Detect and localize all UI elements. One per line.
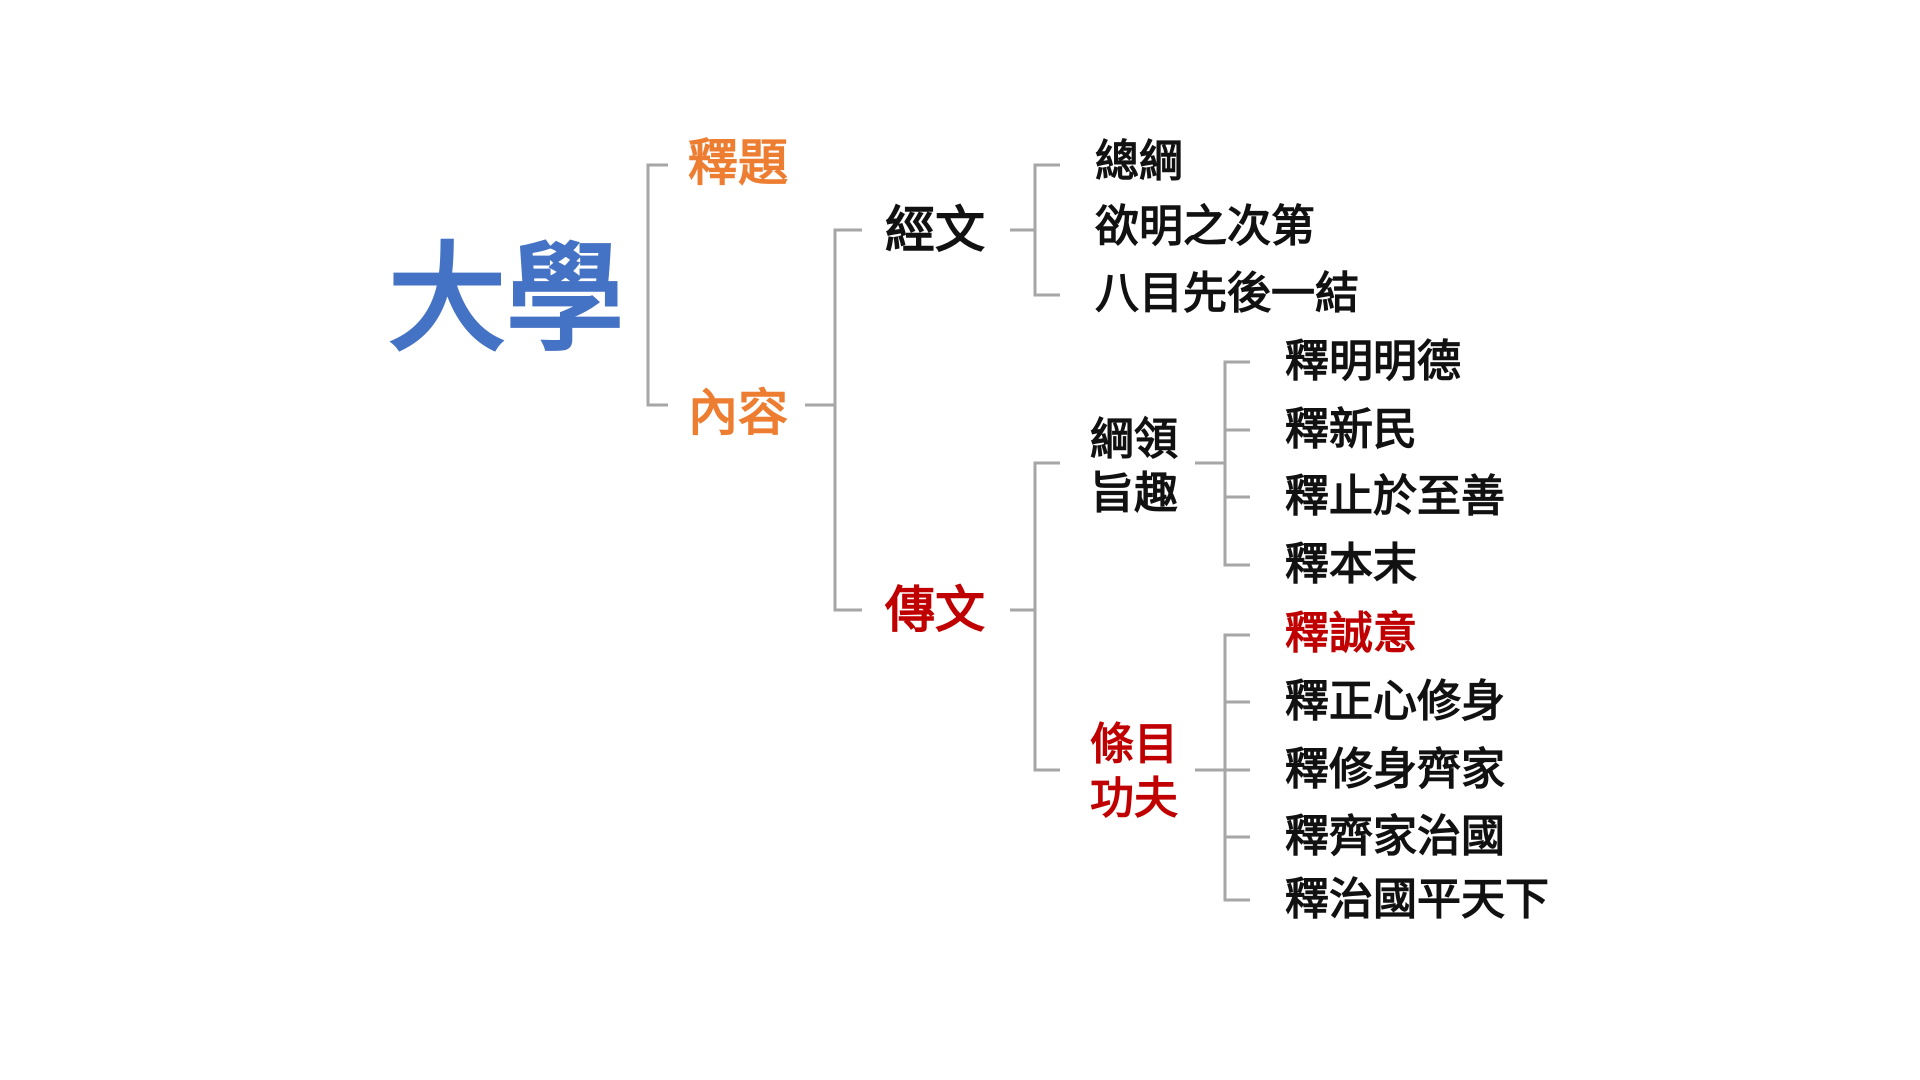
leaf-bamu-xianhou: 八目先後一結 [1095,268,1359,319]
leaf-zonggang: 總綱 [1095,136,1183,187]
connector-neirong [805,228,862,612]
node-tiaomu-line-1: 條目 [1090,719,1178,770]
connector-jingwen [1010,163,1060,297]
connector-tiaomu [1195,633,1250,902]
leaf-shi-mingmingde: 釋明明德 [1285,336,1461,387]
leaf-shi-chengyi: 釋誠意 [1285,608,1417,659]
leaf-shi-zhengxin-xiushen: 釋正心修身 [1285,676,1505,727]
connector-gangling [1195,360,1250,567]
node-gangling-line-2: 旨趣 [1090,468,1178,519]
leaf-shi-benmo: 釋本末 [1285,539,1417,590]
node-tiaomu-gongfu: 條目 功夫 [1090,718,1178,826]
node-zhuanwen: 傳文 [885,580,985,639]
node-shiti: 釋題 [688,133,788,192]
node-gangling-line-1: 綱領 [1090,414,1178,465]
node-tiaomu-line-2: 功夫 [1090,773,1178,824]
connector-zhuanwen [1010,461,1060,772]
leaf-shi-xinmin: 釋新民 [1285,404,1417,455]
leaf-shi-qijia-zhiguo: 釋齊家治國 [1285,811,1505,862]
node-jingwen: 經文 [885,200,985,259]
connector-root [646,163,668,407]
leaf-shi-zhiyuzhishan: 釋止於至善 [1285,471,1505,522]
root-node: 大學 [388,229,625,368]
leaf-yuming-cidi: 欲明之次第 [1095,201,1315,252]
node-gangling-zhiqu: 綱領 旨趣 [1090,413,1178,521]
leaf-shi-xiushen-qijia: 釋修身齊家 [1285,744,1505,795]
node-neirong: 內容 [688,383,788,442]
leaf-shi-zhiguo-pingtianxia: 釋治國平天下 [1285,874,1549,925]
